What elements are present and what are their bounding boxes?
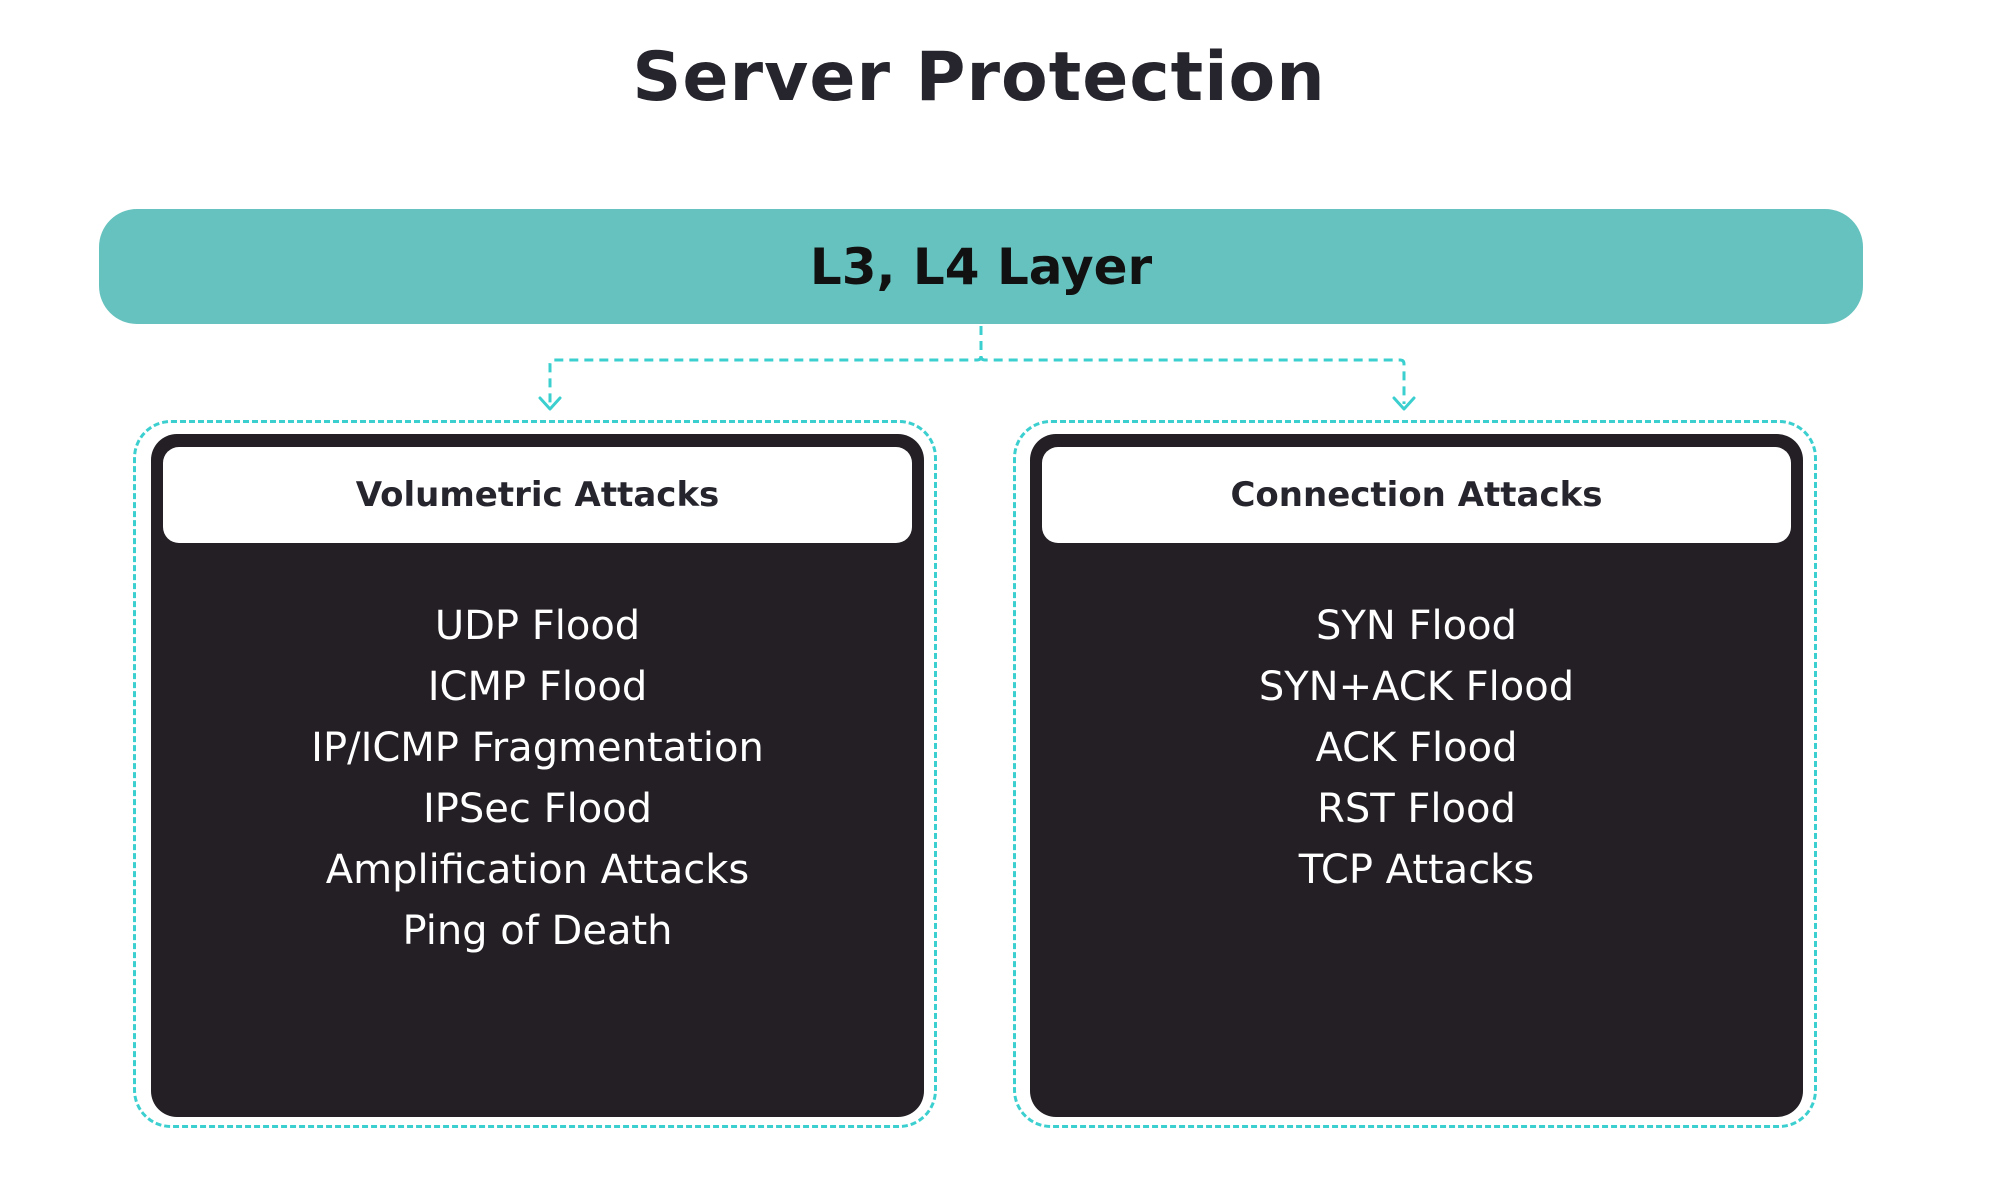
list-item: SYN Flood xyxy=(1316,603,1517,649)
list-item: Amplification Attacks xyxy=(325,847,750,893)
list-item: IPSec Flood xyxy=(422,786,653,832)
list-item: TCP Attacks xyxy=(1298,847,1535,893)
attack-list: UDP Flood ICMP Flood IP/ICMP Fragmentati… xyxy=(151,584,924,974)
layer-bar: L3, L4 Layer xyxy=(99,209,1863,324)
panel-header-label: Volumetric Attacks xyxy=(355,475,720,515)
volumetric-attacks-panel: Volumetric Attacks UDP Flood ICMP Flood … xyxy=(151,434,924,1117)
arrow-down-icon xyxy=(538,396,562,411)
connection-group-outline xyxy=(1013,420,1817,1128)
attack-list: SYN Flood SYN+ACK Flood ACK Flood RST Fl… xyxy=(1030,584,1803,913)
list-item: IP/ICMP Fragmentation xyxy=(311,725,764,771)
list-item: Ping of Death xyxy=(402,908,673,954)
connector-trunk xyxy=(979,326,1406,404)
volumetric-group-outline xyxy=(133,420,937,1128)
connection-attacks-panel: Connection Attacks SYN Flood SYN+ACK Flo… xyxy=(1030,434,1803,1117)
list-item: ICMP Flood xyxy=(427,664,648,710)
connector-branch-left xyxy=(548,355,983,404)
list-item: ACK Flood xyxy=(1315,725,1518,771)
arrow-down-icon xyxy=(1392,396,1416,411)
list-item: UDP Flood xyxy=(434,603,641,649)
list-item: RST Flood xyxy=(1317,786,1516,832)
diagram-title: Server Protection xyxy=(632,38,1326,117)
layer-label: L3, L4 Layer xyxy=(809,237,1153,296)
panel-header: Volumetric Attacks xyxy=(163,447,912,543)
panel-header: Connection Attacks xyxy=(1042,447,1791,543)
panel-header-label: Connection Attacks xyxy=(1230,475,1603,515)
list-item: SYN+ACK Flood xyxy=(1258,664,1575,710)
